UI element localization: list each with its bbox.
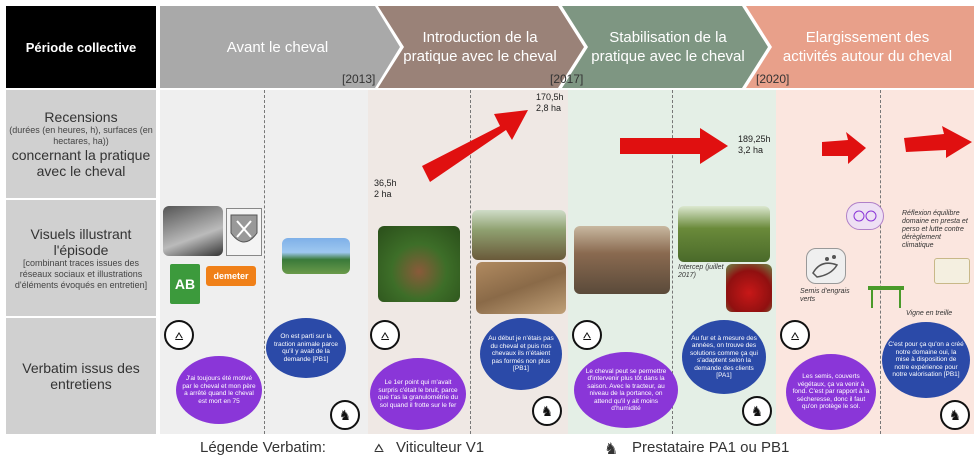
chevron-elargissement [746, 6, 974, 88]
chevron-avant [160, 6, 400, 88]
recensions-subtitle: (durées (en heures, h), surfaces (en hec… [9, 125, 153, 146]
growth-arrow-right [822, 132, 866, 164]
verbatim-bubble: Au début je n'étais pas du cheval et pui… [480, 318, 562, 390]
verbatim-bubble: Le 1er point qui m'avait surpris c'était… [370, 358, 466, 430]
verbatim-bubble: Le cheval peut se permettre d'intervenir… [574, 352, 678, 428]
viticulteur-icon: ⩟ [164, 320, 194, 350]
phase-label-elargissement: Elargissement des activités autour du ch… [782, 29, 953, 65]
visuels-subtitle: [combinant traces issues des réseaux soc… [14, 257, 148, 290]
photo-group [282, 238, 350, 274]
caption-vigne: Vigne en treille [906, 310, 953, 317]
viticulteur-icon: ⩟ [370, 320, 400, 350]
label-visuels: Visuels illustrant l'épisode [combinant … [6, 200, 156, 316]
legend-viticulteur: Viticulteur V1 [396, 439, 485, 456]
photo-horses-team [574, 226, 670, 294]
year-2013: [2013] [342, 72, 376, 86]
prestataire-legend-icon: ♞ [604, 441, 619, 458]
growth-arrow-right [904, 126, 972, 158]
viticulteur-icon: ⩟ [572, 320, 602, 350]
verbatim-bubble: On est parti sur la traction animale par… [266, 318, 346, 378]
year-2020: [2020] [756, 72, 790, 86]
verbatim-bubble: Les semis, couverts végétaux, ça va veni… [786, 354, 876, 430]
photo-vineyard-horse [678, 206, 770, 262]
domaine-logo-icon [934, 258, 970, 284]
photo-old-horse [163, 206, 223, 256]
seed-hand-icon [806, 248, 846, 284]
verbatim-bubble: Au fur et à mesure des années, on trouve… [682, 320, 766, 394]
coat-of-arms-icon [226, 208, 262, 256]
label-periode-collective: Période collective [6, 6, 156, 88]
logo-ab: AB [170, 264, 200, 304]
viticulteur-icon: ⩟ [780, 320, 810, 350]
recensions-rest: concernant la pratique avec le cheval [11, 147, 151, 179]
thought-bubble-icon [846, 202, 884, 230]
prestataire-icon: ♞ [742, 396, 772, 426]
growth-arrow-up [422, 110, 528, 182]
phase-label-introduction: Introduction de la pratique avec le chev… [403, 29, 557, 65]
photo-horse-plough [472, 210, 566, 260]
label-recensions: Recensions (durées (en heures, h), surfa… [6, 90, 156, 198]
trellis-icon [866, 282, 906, 308]
verbatim-bubble: C'est pour ça qu'on a créé notre domaine… [882, 322, 970, 398]
photo-soil [476, 262, 566, 314]
viticulteur-legend-icon: ⩟ [374, 439, 384, 456]
phase-chevrons [160, 6, 974, 88]
metric-3: 189,25h 3,2 ha [738, 134, 771, 155]
visuels-title: Visuels illustrant l'épisode [30, 225, 132, 258]
chevron-stabilisation [562, 6, 768, 88]
legend-title: Légende Verbatim: [200, 439, 326, 456]
recensions-title: Recensions [44, 109, 118, 125]
prestataire-icon: ♞ [330, 400, 360, 430]
divider [470, 90, 471, 434]
caption-semis: Semis d'engrais verts [800, 288, 850, 303]
caption-reflexion: Réflexion équilibre domaine en presta et… [902, 210, 968, 249]
phase-label-avant: Avant le cheval [226, 38, 329, 56]
label-verbatim: Verbatim issus des entretiens [6, 318, 156, 434]
growth-arrow-right [620, 128, 728, 164]
caption-intercep: Intercep (juillet 2017) [678, 264, 724, 279]
divider [264, 90, 265, 434]
photo-soil-hand [378, 226, 460, 302]
logo-demeter: demeter [206, 266, 256, 286]
photo-red-car [726, 264, 772, 312]
verbatim-title: Verbatim issus des entretiens [22, 360, 140, 392]
prestataire-icon: ♞ [532, 396, 562, 426]
year-2017: [2017] [550, 72, 584, 86]
metric-1: 36,5h 2 ha [374, 178, 397, 199]
verbatim-bubble: J'ai toujours été motivé par le cheval e… [176, 356, 262, 424]
divider [880, 90, 881, 434]
phase-label-stabilisation: Stabilisation de la pratique avec le che… [591, 29, 745, 65]
legend-prestataire: Prestataire PA1 ou PB1 [632, 439, 790, 456]
metric-2: 170,5h 2,8 ha [536, 92, 564, 113]
divider [672, 90, 673, 434]
prestataire-icon: ♞ [940, 400, 970, 430]
chevron-introduction [378, 6, 584, 88]
